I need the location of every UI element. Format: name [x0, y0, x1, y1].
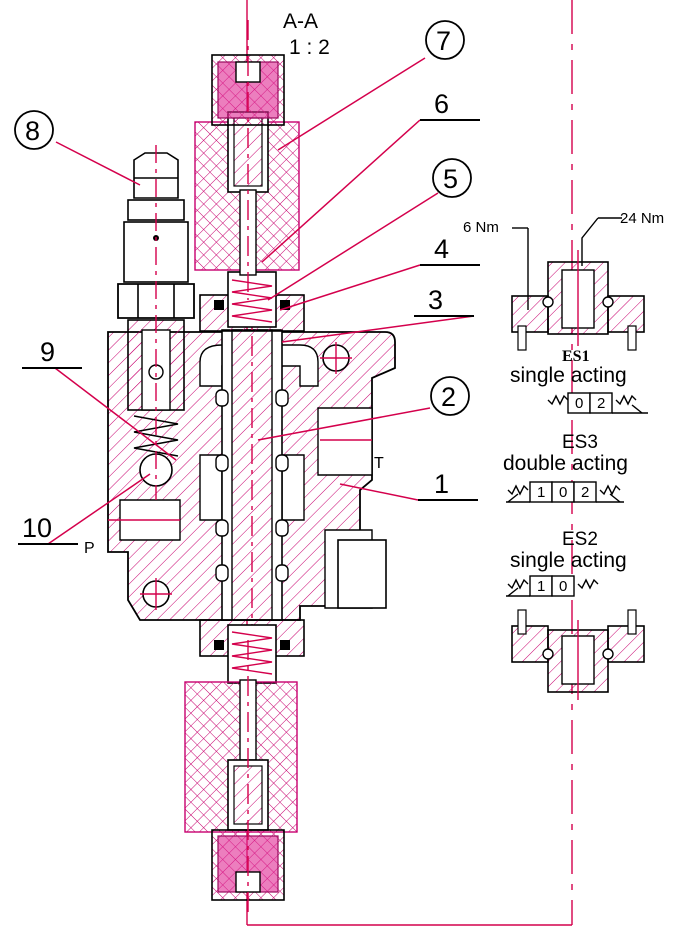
lower-solenoid — [184, 640, 298, 915]
es1-name: ES1 — [562, 348, 590, 365]
es3-symbol — [506, 481, 624, 503]
callout-9: 9 — [40, 337, 55, 367]
es3-desc: double acting — [503, 452, 628, 475]
es1-detail — [511, 217, 645, 351]
es1-pos-2: 2 — [597, 395, 605, 412]
es2-pos-0: 0 — [559, 578, 567, 595]
es2-detail — [511, 609, 645, 700]
callout-6: 6 — [434, 89, 449, 119]
spool — [215, 300, 289, 640]
es3-pos-1: 1 — [537, 484, 545, 501]
callout-4: 4 — [434, 234, 449, 264]
upper-solenoid — [194, 20, 300, 300]
port-lines — [108, 439, 372, 521]
es1-pos-0: 0 — [575, 395, 583, 412]
es1-symbol — [547, 392, 648, 414]
es3-pos-0: 0 — [559, 484, 567, 501]
callout-3: 3 — [428, 285, 443, 315]
callout-circles — [14, 20, 472, 416]
relief-valve-cartridge — [117, 145, 195, 500]
es2-name: ES2 — [562, 529, 598, 550]
port-p-label: P — [84, 540, 95, 557]
es3-name: ES3 — [562, 432, 598, 453]
callout-leaders — [47, 57, 475, 545]
callout-7: 7 — [436, 26, 451, 56]
torque-24nm: 24 Nm — [620, 210, 664, 227]
es2-desc: single acting — [510, 549, 627, 572]
callout-5: 5 — [443, 164, 458, 194]
es1-desc: single acting — [510, 364, 627, 387]
torque-6nm: 6 Nm — [463, 219, 499, 236]
callout-1: 1 — [434, 469, 449, 499]
es3-pos-2: 2 — [581, 484, 589, 501]
es2-symbol — [506, 575, 599, 597]
section-title: A-A — [283, 10, 318, 33]
callout-8: 8 — [25, 116, 40, 146]
callout-underlines — [18, 119, 480, 545]
es2-pos-1: 1 — [537, 578, 545, 595]
lower-spring-housing — [199, 619, 305, 684]
section-scale: 1 : 2 — [289, 36, 330, 59]
callout-2: 2 — [441, 382, 456, 412]
callout-10: 10 — [22, 513, 52, 543]
port-t-label: T — [374, 455, 384, 472]
upper-spring-housing — [199, 271, 305, 332]
